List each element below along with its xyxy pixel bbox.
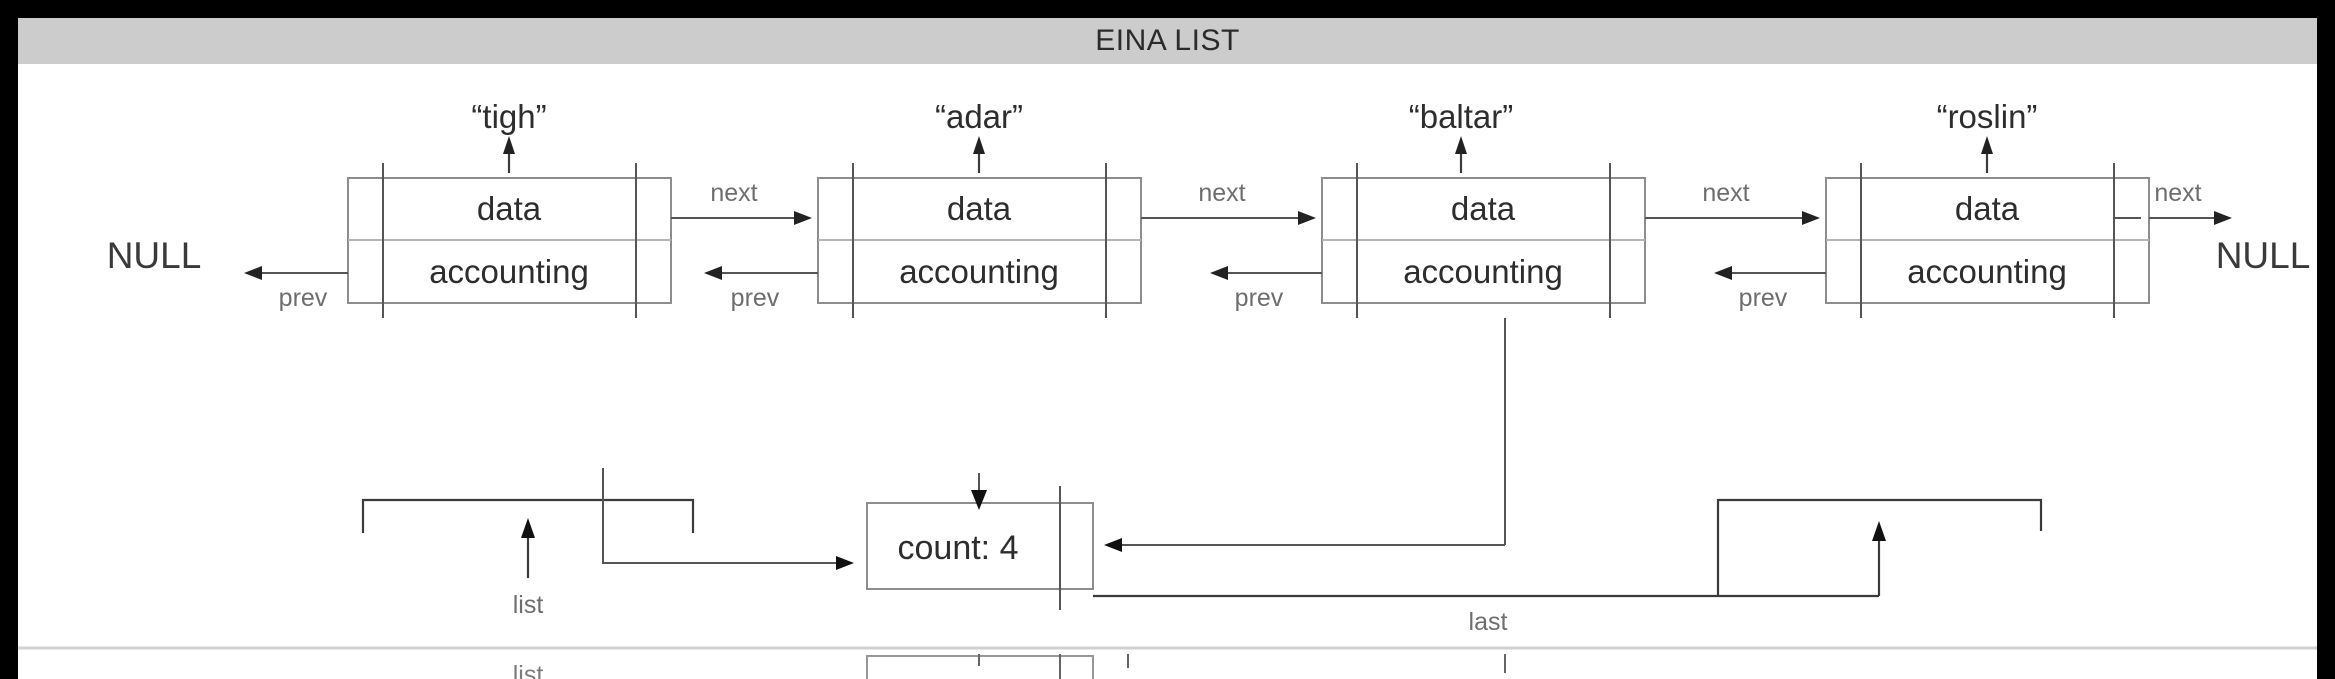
node-adar[interactable]: data accounting: [817, 163, 1142, 318]
node-baltar-data-label: data: [1451, 190, 1516, 227]
node-roslin[interactable]: data accounting: [1825, 163, 2150, 318]
prev-arrow-3: prev: [1210, 266, 1322, 312]
next-label-1: next: [710, 179, 757, 207]
titlebar: EINA LIST: [18, 18, 2317, 64]
next-arrow-3: next: [1645, 179, 1820, 225]
next-label-4: next: [2154, 179, 2201, 207]
last-label: last: [1469, 608, 1508, 636]
prev-arrow-2: prev: [704, 266, 818, 312]
diagram-canvas: data accounting “tigh” data accounting “…: [18, 98, 2317, 679]
node-adar-data-label: data: [947, 190, 1012, 227]
prev-label-2: prev: [731, 284, 780, 312]
list-pointer-path: [602, 468, 854, 570]
next-label-2: next: [1198, 179, 1245, 207]
last-bracket: [1716, 498, 2043, 596]
list-label: list: [513, 591, 544, 619]
node-tigh-value-label: “tigh”: [471, 98, 546, 135]
count-label: count: 4: [898, 529, 1019, 567]
null-right-label: NULL: [2216, 235, 2311, 276]
prev-arrow-1-null: prev: [244, 266, 348, 312]
prev-arrow-4: prev: [1714, 266, 1826, 312]
adar-to-count-arrow: [971, 473, 987, 510]
next-arrow-2: next: [1141, 179, 1316, 225]
node-tigh[interactable]: data accounting: [347, 163, 672, 318]
node-tigh-value-arrow: [503, 136, 515, 173]
node-baltar[interactable]: data accounting: [1321, 163, 1646, 318]
null-left-label: NULL: [107, 235, 202, 276]
accounting-count-box[interactable]: count: 4: [866, 486, 1094, 610]
next-arrow-1: next: [671, 179, 812, 225]
node-roslin-data-label: data: [1955, 190, 2020, 227]
count-incoming-arrow: [1104, 538, 1505, 552]
node-adar-value-label: “adar”: [935, 98, 1023, 135]
node-tigh-accounting-label: accounting: [429, 253, 589, 290]
document-page: EINA LIST data accounting “tigh”: [18, 18, 2317, 679]
node-baltar-value-arrow: [1455, 136, 1467, 173]
clipped-diagram: list count: 4: [513, 654, 1506, 679]
node-baltar-accounting-label: accounting: [1403, 253, 1563, 290]
node-baltar-value-label: “baltar”: [1409, 98, 1514, 135]
node-roslin-value-arrow: [1981, 136, 1993, 173]
node-adar-accounting-label: accounting: [899, 253, 1059, 290]
next-arrow-4-null: next: [2114, 179, 2232, 225]
prev-label-3: prev: [1235, 284, 1284, 312]
next-label-3: next: [1702, 179, 1749, 207]
node-roslin-value-label: “roslin”: [1937, 98, 2038, 135]
node-roslin-accounting-label: accounting: [1907, 253, 2067, 290]
clipped-list-label: list: [513, 661, 544, 679]
last-pointer-path: last: [1093, 531, 1879, 636]
node-tigh-data-label: data: [477, 190, 542, 227]
node-adar-value-arrow: [973, 136, 985, 173]
prev-label-4: prev: [1739, 284, 1788, 312]
page-title: EINA LIST: [1095, 24, 1240, 57]
prev-label-1: prev: [279, 284, 328, 312]
list-bracket: list: [361, 498, 695, 619]
